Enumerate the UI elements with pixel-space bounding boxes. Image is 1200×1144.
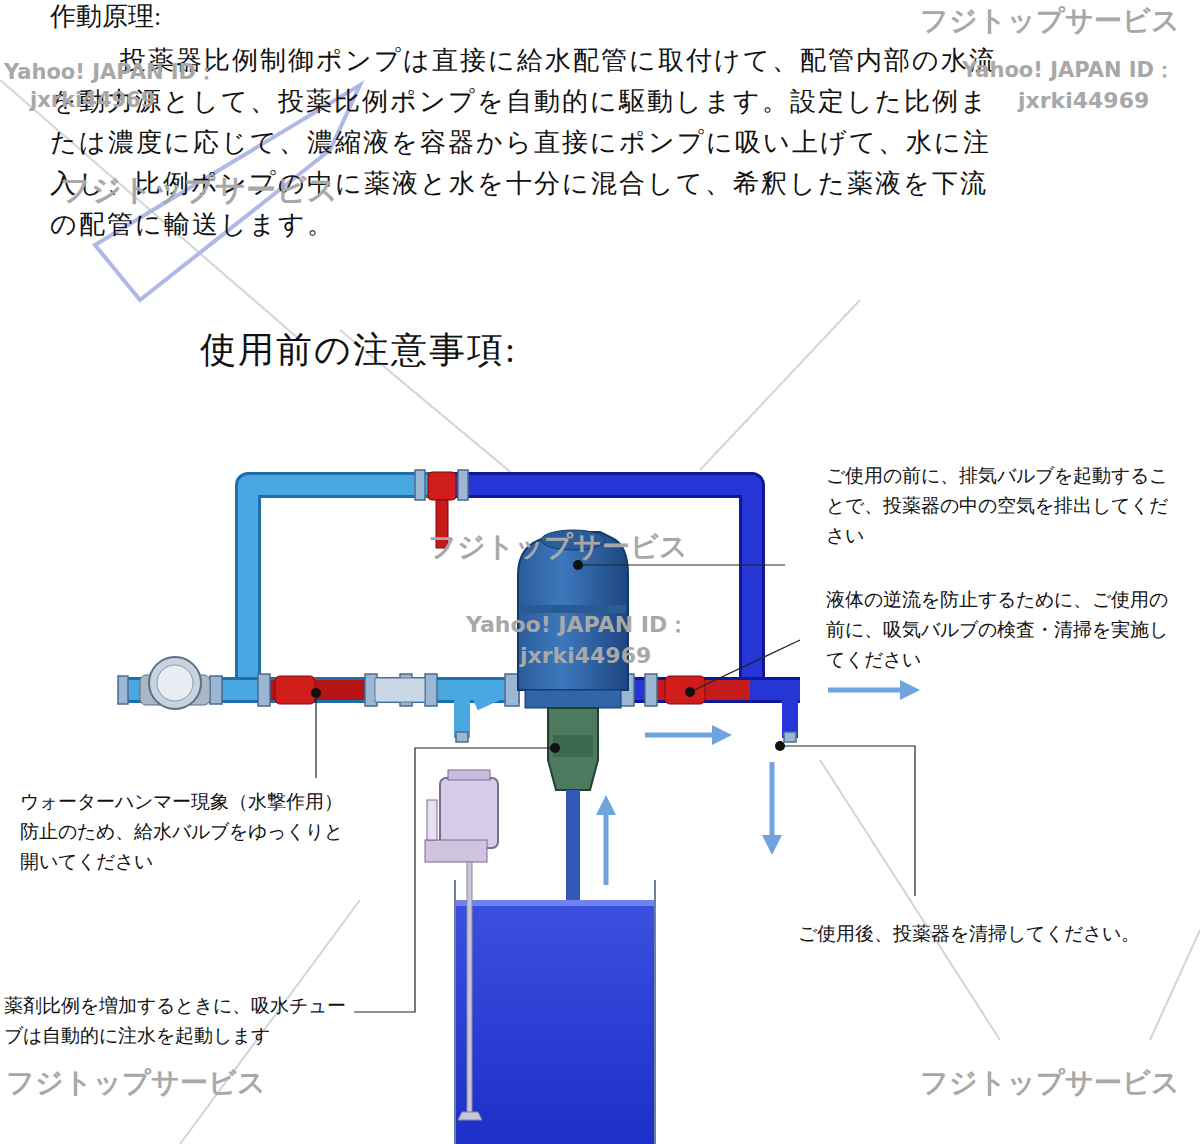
callout-note: ご使用後、投薬器を清掃してください。 (798, 918, 1173, 948)
pipes (118, 485, 800, 738)
callout-note: ご使用の前に、排気バルブを起動することで、投薬器の中の空気を排出してください (826, 460, 1176, 550)
watermark: フジトップサービス (920, 2, 1180, 40)
section-heading: 使用前の注意事項: (200, 328, 700, 372)
valves (275, 472, 705, 704)
watermark: フジトップサービス (60, 170, 338, 211)
flow-arrows (606, 690, 910, 885)
watermark: フジトップサービス (6, 1064, 266, 1102)
callout-note: 液体の逆流を防止するために、ご使用の前に、吸気バルブの検査・清掃を実施してくださ… (826, 584, 1176, 674)
leader-lines (316, 565, 915, 1012)
pipe-couplings (118, 470, 796, 742)
watermark: Yahoo! JAPAN ID： (4, 58, 217, 86)
strainer (375, 678, 425, 702)
watermark: jxrki44969 (30, 88, 155, 112)
watermark: jxrki44969 (1018, 88, 1149, 113)
watermark: jxrki44969 (520, 643, 651, 668)
solution-tank (455, 880, 655, 1144)
watermark: フジトップサービス (428, 528, 688, 566)
callout-note: ウォーターハンマー現象（水撃作用）防止のため、給水バルブをゆっくりと開いてくださ… (20, 786, 360, 876)
water-meter (140, 657, 210, 709)
watermark: フジトップサービス (920, 1064, 1180, 1102)
mixer-motor (425, 770, 498, 1120)
leader-dots (311, 560, 785, 753)
watermark: Yahoo! JAPAN ID： (962, 56, 1175, 84)
watermark: Yahoo! JAPAN ID： (466, 610, 689, 640)
callout-note: 薬剤比例を増加するときに、吸水チューブは自動的に注水を起動します (4, 990, 349, 1050)
watermark-lines (0, 80, 1200, 1144)
section-heading: 作動原理: (50, 2, 161, 32)
